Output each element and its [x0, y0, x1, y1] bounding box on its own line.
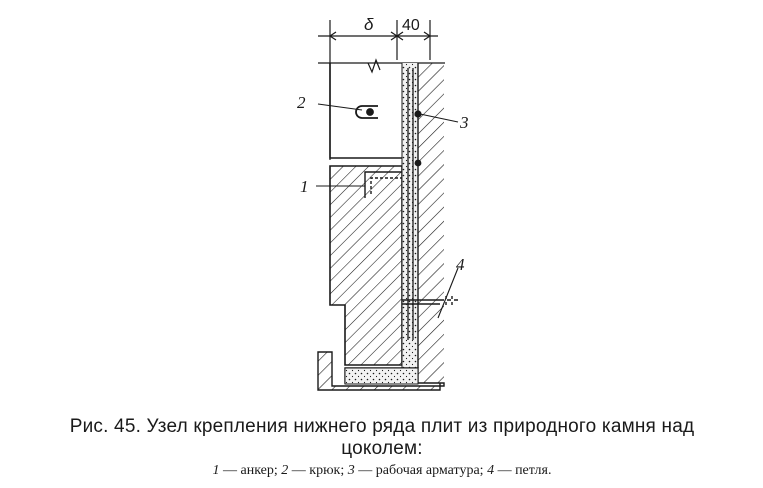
legend-num-1: 1 [212, 463, 220, 478]
dimension-40-label: 40 [402, 17, 420, 34]
bar-joint-lower [414, 159, 422, 167]
anchor [364, 171, 402, 198]
legend-num-2: 2 [281, 463, 289, 478]
legend-num-3: 3 [347, 463, 355, 478]
callout-3-label: 3 [459, 113, 469, 132]
legend-num-4: 4 [487, 463, 495, 478]
leader-lines [316, 103, 459, 319]
upper-slab-outline [329, 63, 402, 159]
reinforcement-bar [407, 68, 414, 340]
caption-line-2: цоколем: [341, 438, 423, 459]
wall-section [418, 63, 444, 383]
figure-legend: 1 — анкер; 2 — крюк; 3 — рабочая арматур… [212, 463, 552, 478]
callout-1-label: 1 [300, 177, 309, 196]
dimension-delta-label: δ [364, 15, 374, 34]
callout-4-label: 4 [456, 255, 465, 274]
caption-line-1: Рис. 45. Узел крепления нижнего ряда пли… [69, 416, 695, 437]
hook [355, 105, 378, 119]
figure-caption: Рис. 45. Узел крепления нижнего ряда пли… [12, 416, 752, 460]
callout-2-label: 2 [297, 93, 306, 112]
legend-text-4: петля [515, 463, 548, 478]
loop [402, 296, 458, 308]
technical-drawing: δ 40 2 3 1 4 [297, 15, 469, 391]
legend-text-1: анкер [240, 463, 274, 478]
mortar-layer [402, 63, 418, 368]
lower-slab [329, 165, 403, 366]
plinth-mortar [344, 367, 419, 385]
legend-text-2: крюк [309, 463, 341, 478]
bar-joint-upper [414, 110, 422, 118]
break-mark [367, 58, 381, 74]
legend-text-3: рабочая арматура [375, 463, 480, 478]
